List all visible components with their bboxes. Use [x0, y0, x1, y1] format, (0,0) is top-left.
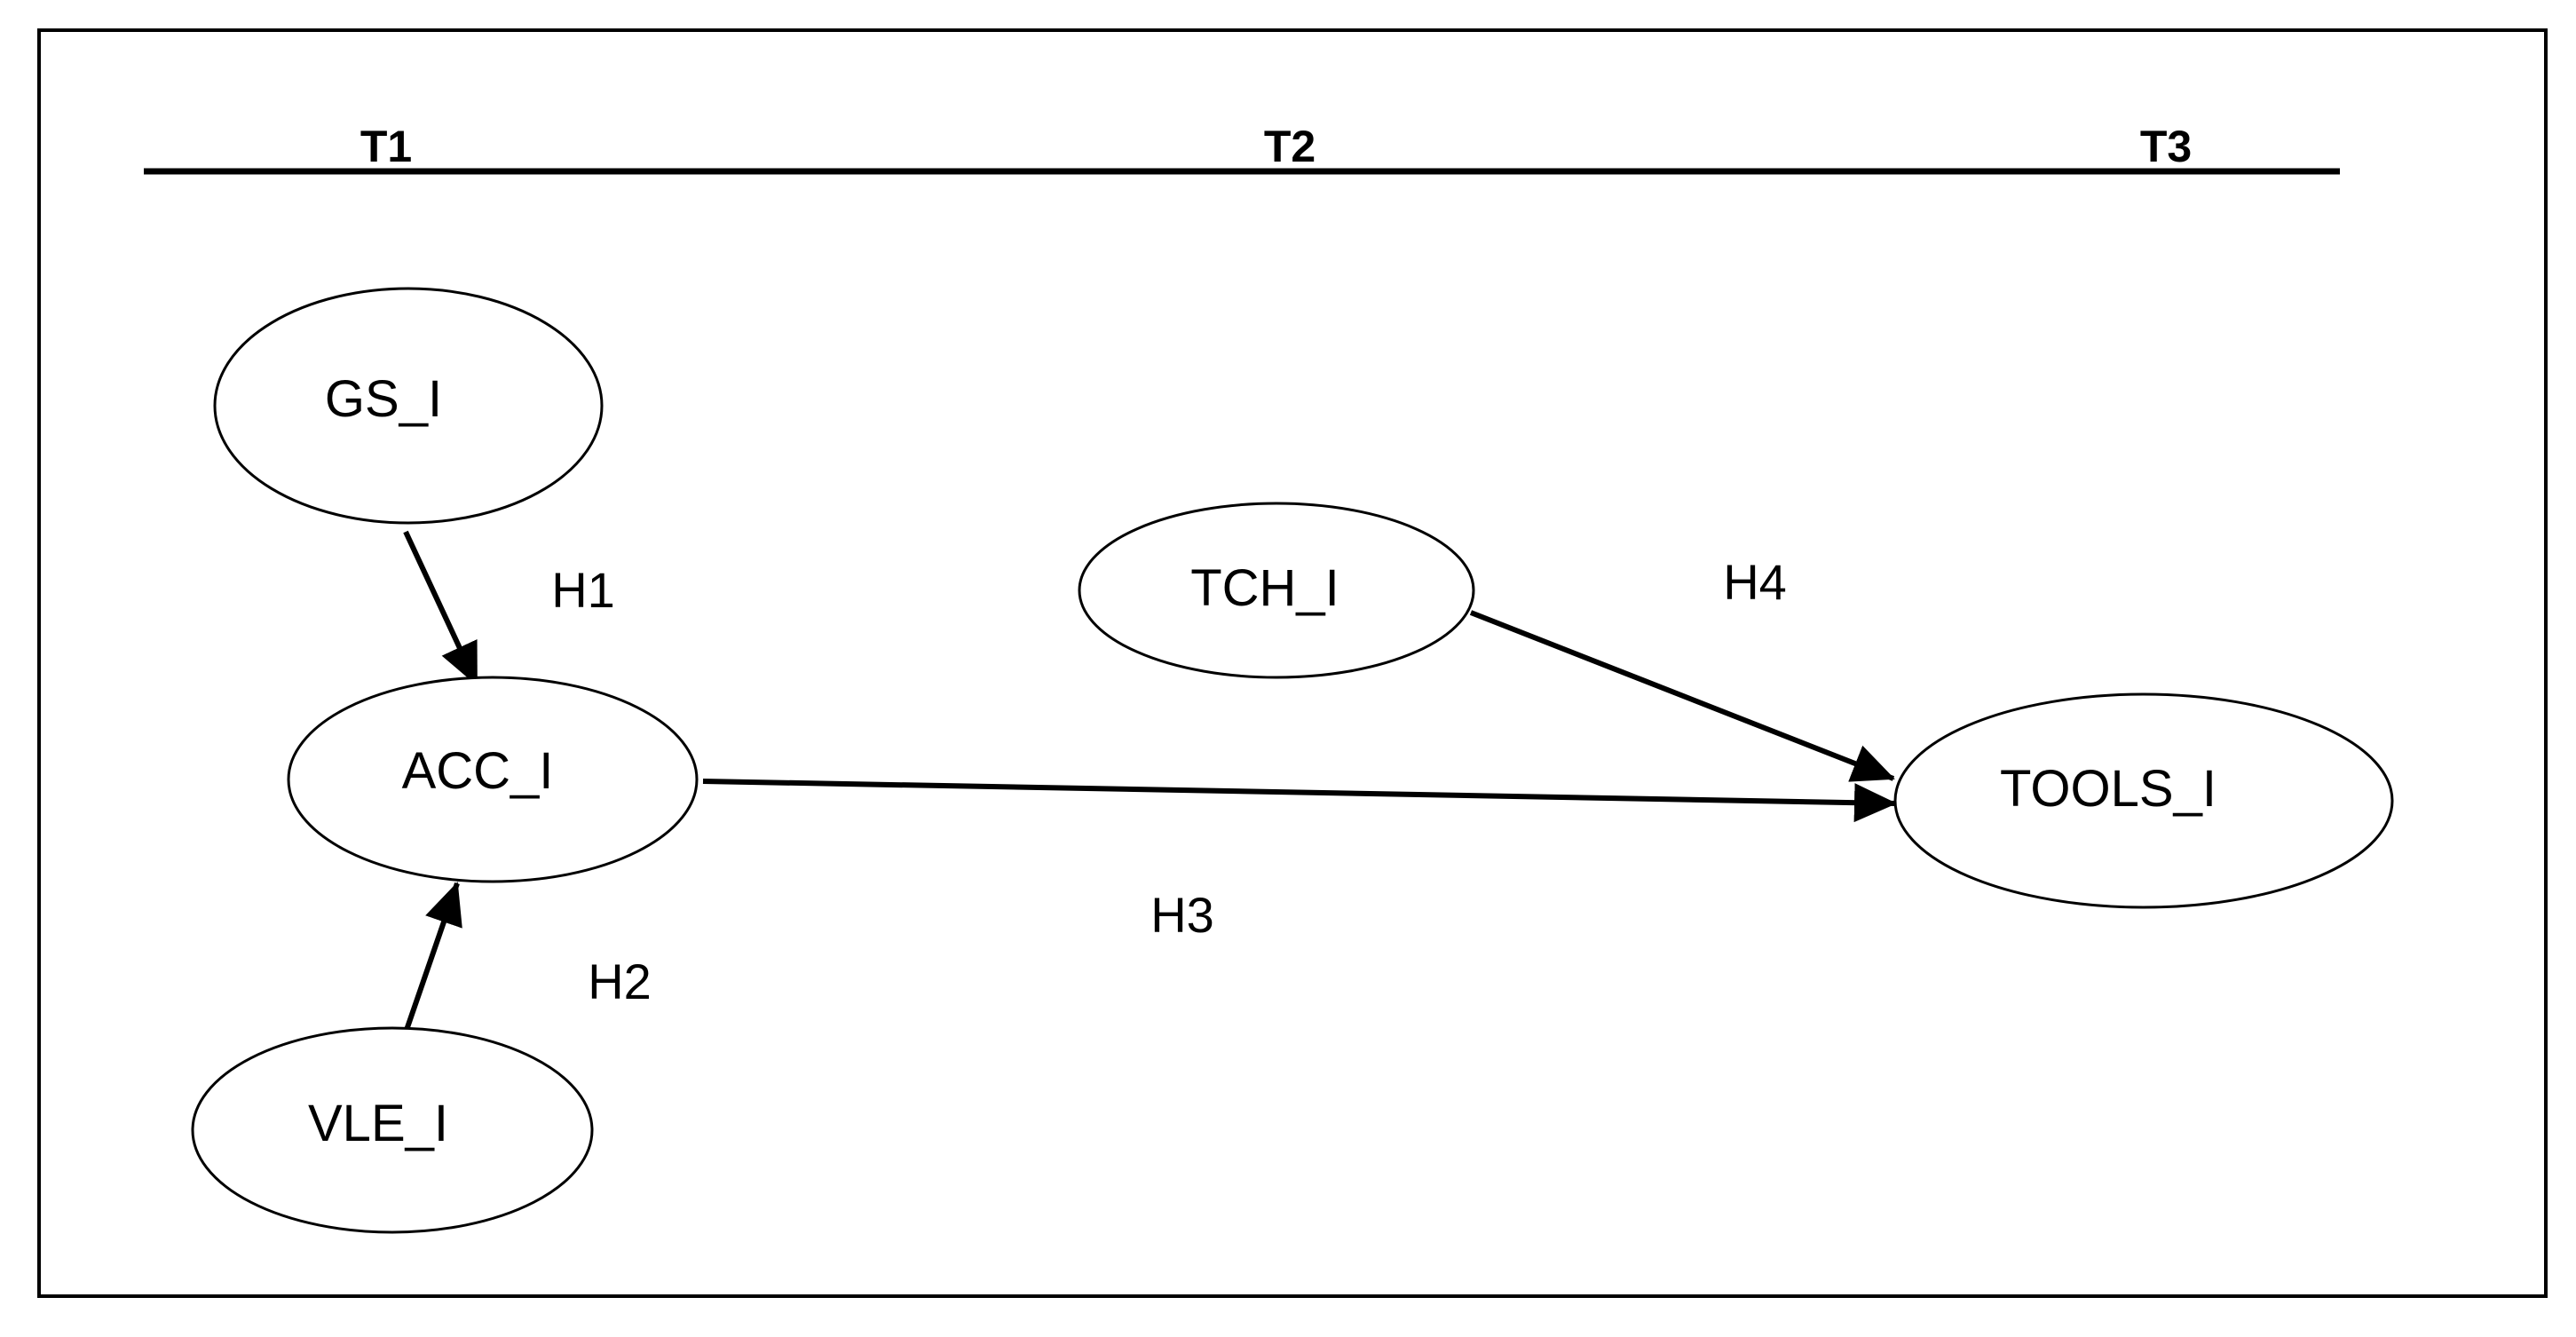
edge-tch-to-tools — [1469, 610, 1895, 782]
node-gs-label: GS_I — [325, 370, 442, 428]
node-tch: TCH_I — [1078, 502, 1475, 679]
node-tools-shape — [1893, 692, 2394, 909]
node-acc-shape — [287, 676, 699, 883]
node-vle: VLE_I — [191, 1026, 594, 1234]
node-gs: GS_I — [213, 287, 604, 525]
hypothesis-label-h2: H2 — [588, 953, 652, 1009]
period-label-t1: T1 — [360, 122, 412, 171]
node-tools-label: TOOLS_I — [2000, 760, 2216, 818]
edge-gs-to-acc — [403, 530, 479, 686]
node-vle-shape — [191, 1026, 594, 1234]
node-tch-label: TCH_I — [1190, 559, 1339, 617]
period-label-t2: T2 — [1264, 122, 1316, 171]
node-acc: ACC_I — [287, 676, 699, 883]
edge-acc-to-tools — [702, 779, 1897, 823]
node-acc-label: ACC_I — [402, 742, 554, 800]
hypothesis-label-h1: H1 — [551, 562, 615, 618]
hypothesis-label-h4: H4 — [1723, 554, 1787, 610]
node-gs-shape — [213, 287, 604, 525]
edge-vle-to-acc — [403, 882, 462, 1033]
node-tools: TOOLS_I — [1893, 692, 2394, 909]
node-vle-label: VLE_I — [308, 1095, 448, 1152]
period-label-t3: T3 — [2140, 122, 2192, 171]
hypothesis-label-h3: H3 — [1150, 887, 1214, 943]
node-tch-shape — [1078, 502, 1475, 679]
